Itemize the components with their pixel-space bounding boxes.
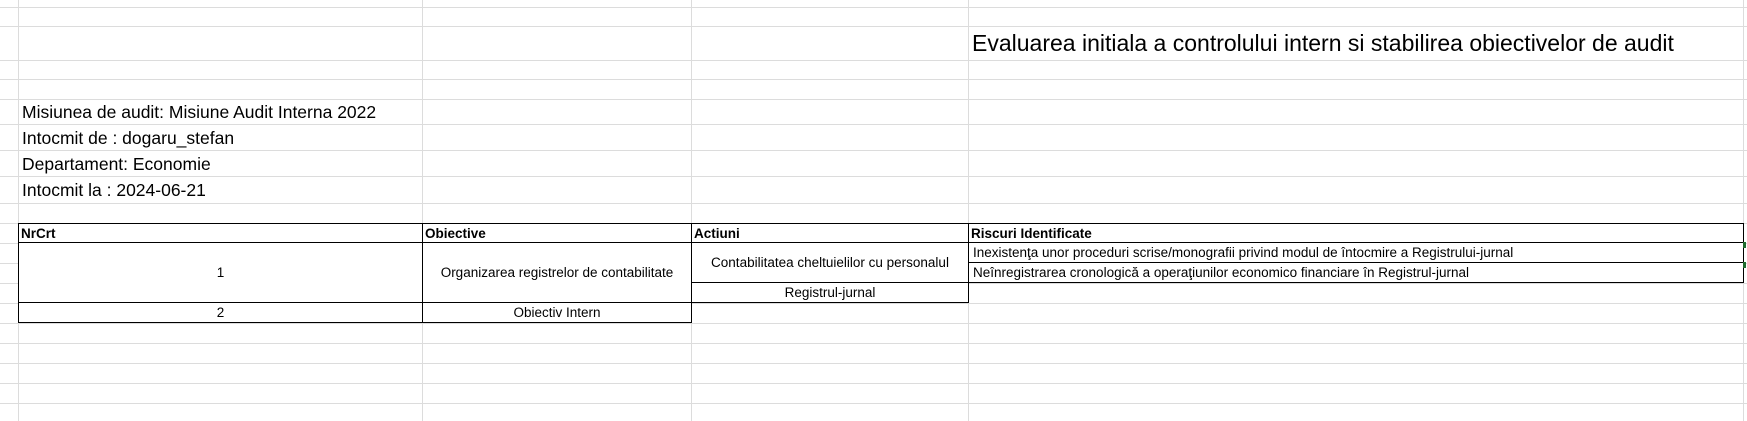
grid-row-line xyxy=(0,124,1747,125)
grid-column-line xyxy=(1743,0,1744,421)
grid-row-line xyxy=(0,383,1747,384)
header-risks[interactable]: Riscuri Identificate xyxy=(968,223,1744,243)
grid-column-line xyxy=(18,0,19,421)
header-nrcrt[interactable]: NrCrt xyxy=(18,223,422,243)
grid-column-line xyxy=(422,0,423,421)
row1-action-cell[interactable]: Registrul-jurnal xyxy=(691,283,969,303)
grid-row-line xyxy=(0,150,1747,151)
row1-action-cell[interactable]: Contabilitatea cheltuielilor cu personal… xyxy=(691,243,968,283)
prepared-by-cell[interactable]: Intocmit de : dogaru_stefan xyxy=(22,128,235,148)
department-cell[interactable]: Departament: Economie xyxy=(22,154,211,174)
row2-objective-cell[interactable]: Obiectiv Intern xyxy=(422,303,692,323)
grid-row-line xyxy=(0,26,1747,27)
selection-handle-mark xyxy=(1743,242,1746,248)
prepared-on-cell[interactable]: Intocmit la : 2024-06-21 xyxy=(22,180,206,200)
grid-row-line xyxy=(0,323,1747,324)
grid-row-line xyxy=(0,7,1747,8)
grid-row-line xyxy=(0,403,1747,404)
row1-risk-cell[interactable]: Neînregistrarea cronologică a operaţiuni… xyxy=(968,263,1744,283)
row1-objective-cell[interactable]: Organizarea registrelor de contabilitate xyxy=(422,243,691,303)
row1-risk-cell[interactable]: Inexistenţa unor proceduri scrise/monogr… xyxy=(968,243,1744,263)
row1-nrcrt-cell[interactable]: 1 xyxy=(18,243,422,303)
grid-row-line xyxy=(0,363,1747,364)
grid-row-line xyxy=(0,343,1747,344)
report-title[interactable]: Evaluarea initiala a controlului intern … xyxy=(972,30,1674,56)
grid-column-line xyxy=(968,0,969,421)
grid-row-line xyxy=(0,79,1747,80)
grid-row-line xyxy=(0,99,1747,100)
mission-cell[interactable]: Misiunea de audit: Misiune Audit Interna… xyxy=(22,102,377,122)
grid-column-line xyxy=(691,0,692,421)
header-objectives[interactable]: Obiective xyxy=(422,223,691,243)
header-actions[interactable]: Actiuni xyxy=(691,223,968,243)
grid-row-line xyxy=(0,303,1747,304)
row2-nrcrt-cell[interactable]: 2 xyxy=(18,303,422,323)
grid-row-line xyxy=(0,176,1747,177)
grid-row-line xyxy=(0,60,1747,61)
grid-row-line xyxy=(0,203,1747,204)
selection-handle-mark xyxy=(1743,262,1746,268)
